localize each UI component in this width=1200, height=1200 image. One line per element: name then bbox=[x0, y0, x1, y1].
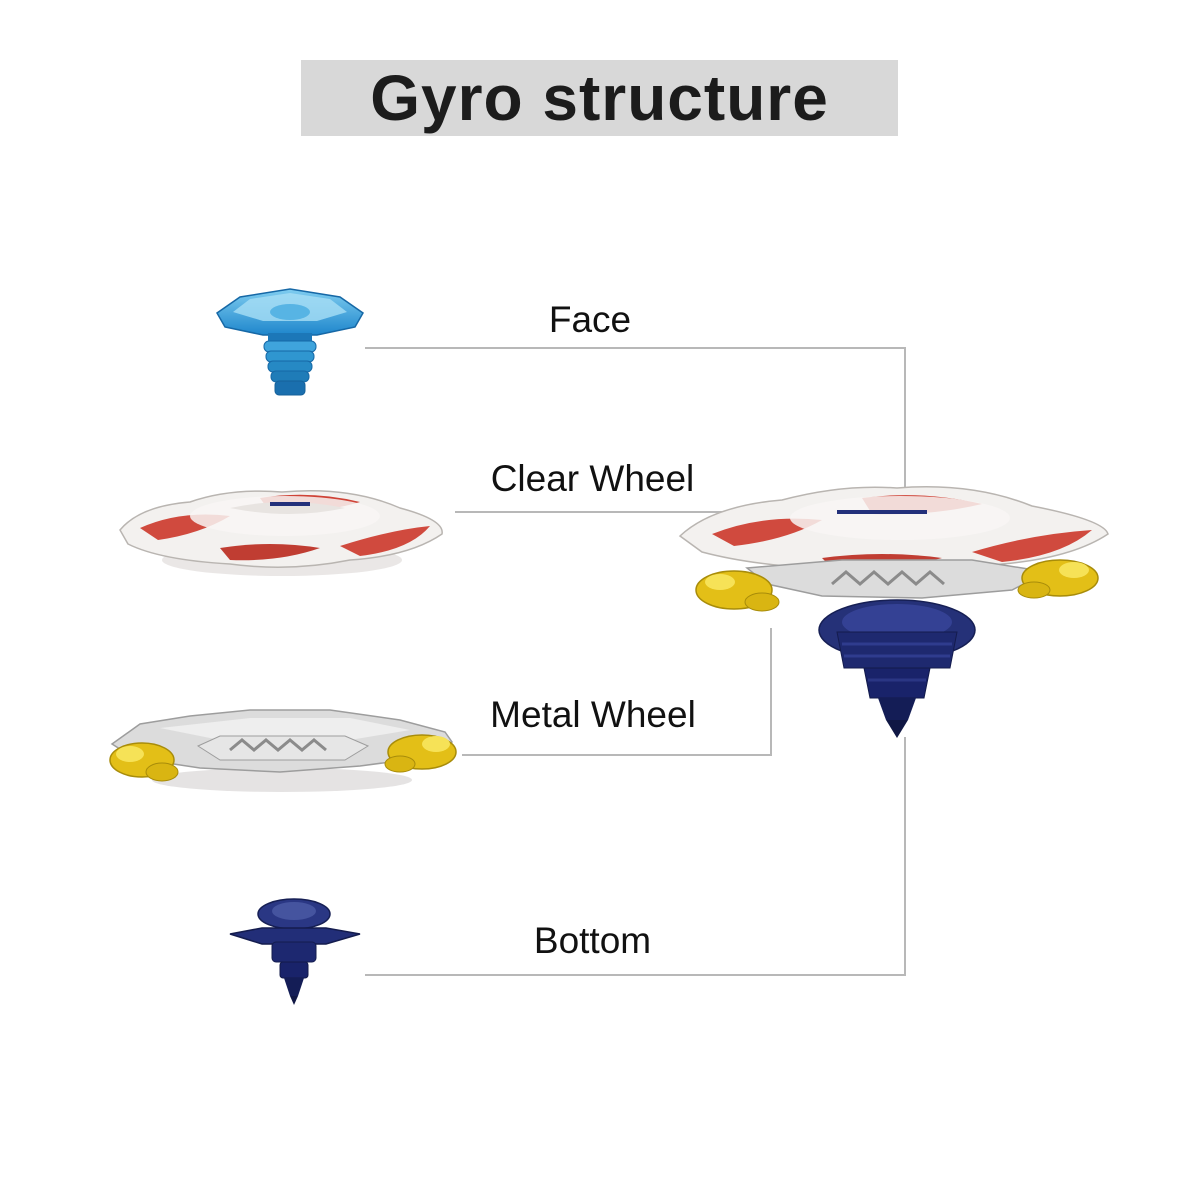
connector-face-horizontal bbox=[365, 347, 906, 349]
face-label: Face bbox=[548, 299, 632, 340]
metal-wheel-part-image bbox=[100, 680, 465, 805]
face-part-image bbox=[205, 283, 375, 408]
connector-metal-wheel-vertical bbox=[770, 628, 772, 756]
metal-wheel-part-icon bbox=[109, 709, 457, 792]
title-bar: Gyro structure bbox=[301, 60, 898, 136]
connector-clear-wheel-horizontal bbox=[455, 511, 757, 513]
bottom-part-icon bbox=[229, 898, 361, 1005]
connector-bottom-horizontal bbox=[365, 974, 906, 976]
clear-wheel-part-icon bbox=[119, 490, 443, 576]
bottom-part-image bbox=[222, 892, 367, 1012]
face-part-icon bbox=[216, 288, 364, 396]
assembled-gyro-image bbox=[672, 472, 1117, 747]
metal-wheel-label: Metal Wheel bbox=[490, 694, 696, 735]
connector-face-vertical bbox=[904, 347, 906, 490]
assembled-gyro-icon bbox=[678, 486, 1109, 738]
clear-wheel-part-image bbox=[110, 468, 455, 598]
clear-wheel-label: Clear Wheel bbox=[490, 458, 695, 499]
bottom-label: Bottom bbox=[533, 920, 652, 961]
connector-bottom-vertical bbox=[904, 737, 906, 976]
page-title: Gyro structure bbox=[370, 62, 829, 134]
connector-metal-wheel-horizontal bbox=[462, 754, 772, 756]
